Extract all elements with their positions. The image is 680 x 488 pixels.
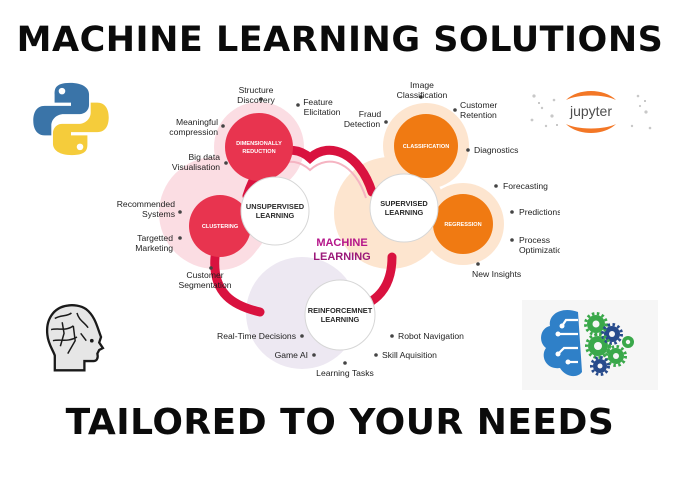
- label-meaningful-2: compression: [169, 127, 218, 137]
- unsupervised-line2: LEARNING: [256, 211, 295, 220]
- python-logo: [33, 82, 109, 156]
- label-recommended-1: Recommended: [117, 199, 175, 209]
- machine-learning-diagram: DIMENSIONALLY REDUCTION CLUSTERING CLASS…: [117, 80, 560, 378]
- classification-circle: [394, 114, 458, 178]
- label-skill: Skill Aquisition: [382, 350, 437, 360]
- reinforcement-line1: REINFORCEMNET: [308, 306, 373, 315]
- label-predictions: Predictions: [519, 207, 560, 217]
- tagline: TAILORED TO YOUR NEEDS: [65, 402, 615, 443]
- regression-circle: [433, 194, 493, 254]
- label-structure-2: Discovery: [237, 95, 275, 105]
- label-process-1: Process: [519, 235, 550, 245]
- label-retention-1: Customer: [460, 100, 497, 110]
- label-customer-seg-1: Customer: [186, 270, 223, 280]
- label-retention-2: Retention: [460, 110, 497, 120]
- label-bigdata-1: Big data: [188, 152, 220, 162]
- label-fraud-2: Detection: [344, 119, 381, 129]
- label-robot: Robot Navigation: [398, 331, 464, 341]
- reinforcement-circle: [304, 279, 376, 351]
- unsupervised-line1: UNSUPERVISED: [246, 202, 305, 211]
- label-realtime: Real-Time Decisions: [217, 331, 296, 341]
- label-image-2: Classification: [397, 90, 448, 100]
- label-feature-1: Feature: [303, 97, 333, 107]
- brain-gear-icon: [522, 300, 658, 390]
- supervised-line1: SUPERVISED: [380, 199, 428, 208]
- regression-label: REGRESSION: [444, 222, 481, 228]
- unsupervised-labels: Structure Discovery Feature Elicitation …: [117, 85, 341, 290]
- reinforcement-line2: LEARNING: [321, 315, 360, 324]
- label-feature-2: Elicitation: [304, 107, 341, 117]
- label-targetted-2: Marketing: [135, 243, 173, 253]
- dimensionality-line1: DIMENSIONALLY: [236, 141, 282, 147]
- label-new-insights: New Insights: [472, 269, 521, 279]
- clustering-label: CLUSTERING: [202, 224, 238, 230]
- label-image-1: Image: [410, 80, 434, 90]
- label-game-ai: Game AI: [275, 350, 308, 360]
- classification-label: CLASSIFICATION: [403, 144, 450, 150]
- unsupervised-circle: [240, 176, 310, 246]
- supervised-circle: [369, 173, 439, 243]
- supervised-labels: Image Classification Fraud Detection Cus…: [344, 80, 560, 279]
- label-fraud-1: Fraud: [359, 109, 382, 119]
- label-targetted-1: Targetted: [137, 233, 173, 243]
- dimensionality-line2: REDUCTION: [242, 149, 275, 155]
- center-line1: MACHINE: [316, 237, 367, 249]
- label-customer-seg-2: Segmentation: [178, 280, 231, 290]
- clustering-circle: [189, 195, 251, 257]
- label-structure-1: Structure: [239, 85, 274, 95]
- label-recommended-2: Systems: [142, 209, 175, 219]
- dimensionality-circle: [225, 113, 293, 181]
- label-bigdata-2: Visualisation: [172, 162, 220, 172]
- jupyter-wordmark: jupyter: [569, 103, 612, 119]
- label-forecasting: Forecasting: [503, 181, 548, 191]
- label-process-2: Optimization: [519, 245, 560, 255]
- ai-head-icon: [45, 304, 105, 372]
- label-learning-tasks: Learning Tasks: [316, 368, 374, 378]
- label-meaningful-1: Meaningful: [176, 117, 218, 127]
- supervised-line2: LEARNING: [385, 208, 424, 217]
- label-diagnostics: Diagnostics: [474, 145, 518, 155]
- jupyter-logo: jupyter: [530, 91, 652, 133]
- center-line2: LEARNING: [313, 251, 370, 263]
- reinforcement-labels: Real-Time Decisions Game AI Robot Naviga…: [217, 331, 464, 378]
- page-title: MACHINE LEARNING SOLUTIONS: [16, 20, 664, 60]
